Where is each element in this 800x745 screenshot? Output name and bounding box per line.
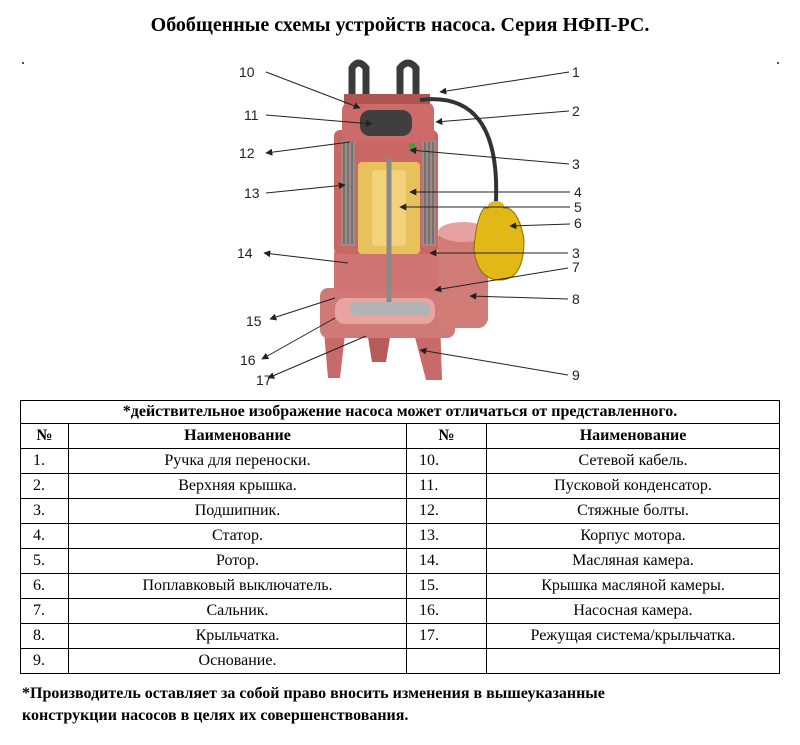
table-row: 1.Ручка для переноски.10.Сетевой кабель. <box>20 448 781 474</box>
part-name-cell: Ручка для переноски. <box>68 448 407 474</box>
part-number-cell: 8. <box>20 623 69 649</box>
callout-15: 15 <box>246 313 262 329</box>
part-number-cell: 11. <box>406 473 487 499</box>
callout-16: 16 <box>240 352 256 368</box>
table-note: *действительное изображение насоса может… <box>19 400 781 424</box>
part-number-cell: 2. <box>20 473 69 499</box>
callout-2: 2 <box>572 103 580 119</box>
part-name-cell: Режущая система/крыльчатка. <box>485 623 781 649</box>
part-number-cell: 15. <box>406 573 487 599</box>
part-number-cell: 7. <box>20 598 69 624</box>
header-name-right: Наименование <box>485 423 781 449</box>
part-name-cell: Основание. <box>68 648 407 674</box>
part-number-cell: 1. <box>20 448 69 474</box>
part-name-cell: Поплавковый выключатель. <box>68 573 407 599</box>
page-title: Обобщенные схемы устройств насоса. Серия… <box>150 14 650 36</box>
table-row: 8.Крыльчатка.17.Режущая система/крыльчат… <box>20 623 781 649</box>
callout-8: 8 <box>572 291 580 307</box>
header-name-left: Наименование <box>68 423 407 449</box>
table-row: 6.Поплавковый выключатель.15.Крышка масл… <box>20 573 781 599</box>
part-number-cell: 4. <box>20 523 69 549</box>
part-name-cell: Сетевой кабель. <box>485 448 781 474</box>
table-row: 2.Верхняя крышка.11.Пусковой конденсатор… <box>20 473 781 499</box>
callout-3-bottom: 3 <box>572 245 580 261</box>
part-name-cell: Сальник. <box>68 598 407 624</box>
part-name-cell: Стяжные болты. <box>485 498 781 524</box>
part-name-cell: Крышка масляной камеры. <box>485 573 781 599</box>
callout-11: 11 <box>244 107 259 123</box>
part-number-cell: 10. <box>406 448 487 474</box>
part-number-cell: 14. <box>406 548 487 574</box>
callout-12: 12 <box>239 145 255 161</box>
part-name-cell: Верхняя крышка. <box>68 473 407 499</box>
float-switch <box>473 207 525 281</box>
part-name-cell: Ротор. <box>68 548 407 574</box>
part-number-cell: 17. <box>406 623 487 649</box>
table-row: 7.Сальник.16.Насосная камера. <box>20 598 781 624</box>
leader-lines <box>399 71 571 376</box>
cooling-fins <box>341 140 436 246</box>
part-number-cell: 5. <box>20 548 69 574</box>
part-number-cell: 13. <box>406 523 487 549</box>
callout-7: 7 <box>572 259 580 275</box>
table-row: 4.Статор.13.Корпус мотора. <box>20 523 781 549</box>
header-num-left: № <box>20 423 69 449</box>
table-row: 3.Подшипник.12.Стяжные болты. <box>20 498 781 524</box>
callout-6: 6 <box>574 215 582 231</box>
part-name-cell <box>485 648 781 674</box>
callout-4: 4 <box>574 184 582 200</box>
table-header-row: № Наименование № Наименование <box>20 423 781 449</box>
part-number-cell: 3. <box>20 498 69 524</box>
oil-chamber <box>334 248 438 293</box>
part-name-cell: Корпус мотора. <box>485 523 781 549</box>
part-name-cell: Статор. <box>68 523 407 549</box>
callout-13: 13 <box>244 185 260 201</box>
table-row: 5.Ротор.14.Масляная камера. <box>20 548 781 574</box>
start-capacitor <box>360 110 412 136</box>
pump-diagram: 1 2 3 4 5 6 3 7 8 9 10 11 12 13 14 15 16… <box>237 59 582 388</box>
page-mark-right <box>777 62 779 64</box>
parts-table: *действительное изображение насоса может… <box>19 400 781 674</box>
carry-handle <box>348 59 370 102</box>
callout-17: 17 <box>256 372 272 388</box>
part-name-cell: Пусковой конденсатор. <box>485 473 781 499</box>
page-mark-left <box>22 62 24 64</box>
disclaimer-line-2: конструкции насосов в целях их совершенс… <box>22 707 409 724</box>
part-number-cell: 16. <box>406 598 487 624</box>
part-name-cell: Крыльчатка. <box>68 623 407 649</box>
callout-1: 1 <box>572 64 580 80</box>
disclaimer-line-1: *Производитель оставляет за собой право … <box>22 685 605 702</box>
callout-10: 10 <box>239 64 255 80</box>
part-name-cell: Подшипник. <box>68 498 407 524</box>
callout-9: 9 <box>572 367 580 383</box>
part-name-cell: Масляная камера. <box>485 548 781 574</box>
header-num-right: № <box>406 423 487 449</box>
table-row: 9.Основание. <box>20 648 781 674</box>
part-number-cell <box>406 648 487 674</box>
part-number-cell: 6. <box>20 573 69 599</box>
impeller <box>350 302 430 316</box>
part-number-cell: 12. <box>406 498 487 524</box>
part-name-cell: Насосная камера. <box>485 598 781 624</box>
part-number-cell: 9. <box>20 648 69 674</box>
disclaimer: *Производитель оставляет за собой право … <box>22 683 782 727</box>
power-cable <box>419 97 499 210</box>
callout-14: 14 <box>237 245 253 261</box>
callout-3-top: 3 <box>572 156 580 172</box>
callout-5: 5 <box>574 199 582 215</box>
pump-illustration <box>320 59 525 380</box>
